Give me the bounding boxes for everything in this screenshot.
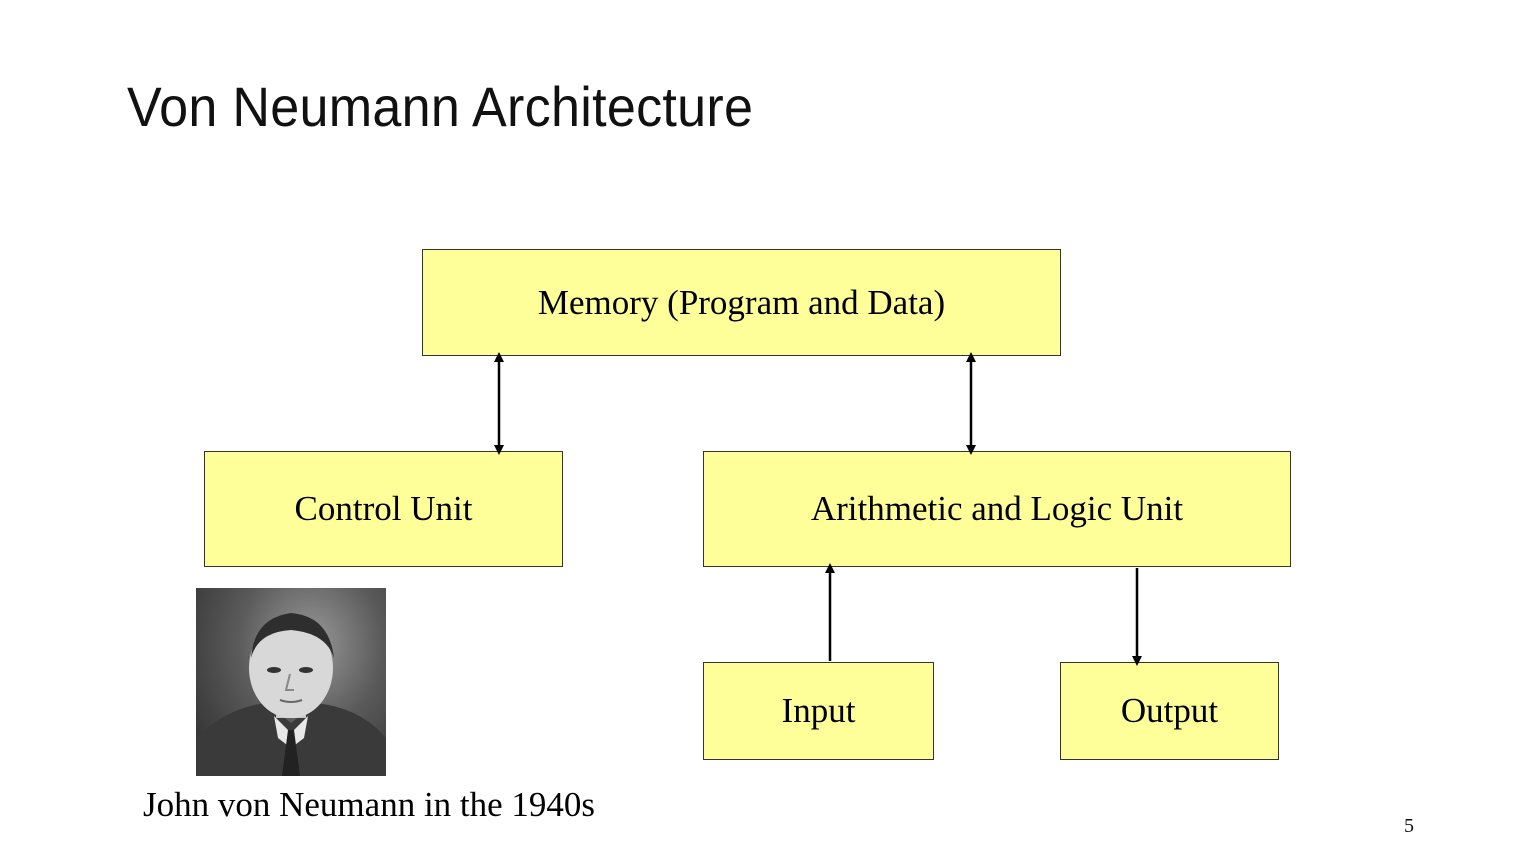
control-unit-label: Control Unit bbox=[294, 489, 473, 528]
person-portrait-icon bbox=[196, 613, 386, 776]
alu-box: Arithmetic and Logic Unit bbox=[703, 451, 1291, 567]
control-unit-box: Control Unit bbox=[204, 451, 563, 567]
input-label: Input bbox=[781, 691, 856, 730]
output-label: Output bbox=[1120, 691, 1219, 730]
input-box: Input bbox=[703, 662, 934, 760]
portrait-caption: John von Neumann in the 1940s bbox=[143, 785, 596, 824]
portrait-photo bbox=[196, 588, 386, 776]
memory-box: Memory (Program and Data) bbox=[422, 249, 1061, 356]
page-number: 5 bbox=[1404, 815, 1414, 837]
slide-title: Von Neumann Architecture bbox=[127, 75, 754, 138]
output-box: Output bbox=[1060, 662, 1279, 760]
memory-label: Memory (Program and Data) bbox=[537, 282, 946, 322]
alu-label: Arithmetic and Logic Unit bbox=[810, 489, 1184, 528]
